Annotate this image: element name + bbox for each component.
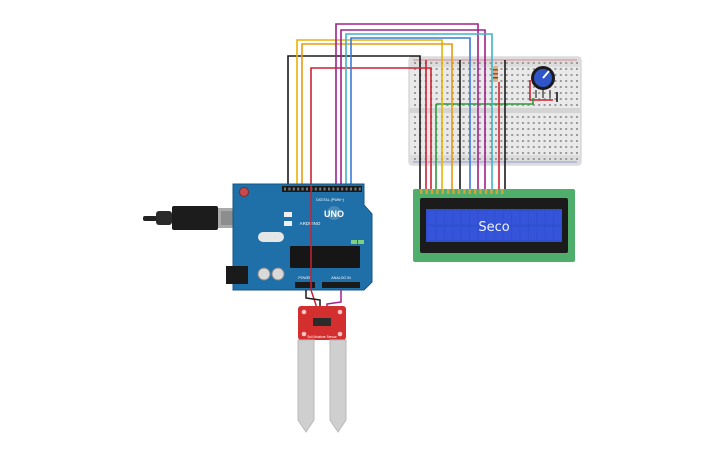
- power-jack: [226, 266, 248, 284]
- lcd-text: Seco: [478, 220, 509, 235]
- arduino-label: ARDUINO: [300, 221, 321, 226]
- reset-button: [239, 187, 249, 197]
- digital-header: [282, 186, 362, 192]
- analog-header-label: ANALOG IN: [331, 276, 351, 280]
- uno-label: UNO: [324, 209, 344, 219]
- arduino-uno-board[interactable]: UNO ARDUINO DIGITAL (PWM~) POWER ANALOG …: [226, 183, 373, 291]
- soil-moisture-sensor[interactable]: Soil Moisture Sensor: [297, 306, 347, 433]
- resistor[interactable]: [493, 66, 498, 82]
- sensor-label: Soil Moisture Sensor: [307, 335, 337, 339]
- lcd-pins: [420, 189, 504, 194]
- sensor-probe-left: [297, 339, 315, 433]
- breadboard-wires: [436, 80, 558, 105]
- lcd-char-grid: [428, 211, 562, 240]
- lcd-display[interactable]: Seco: [413, 189, 575, 262]
- digital-header-pins: [284, 187, 361, 191]
- power-header-label: POWER: [298, 276, 312, 280]
- analog-header: [322, 282, 360, 288]
- power-header: [295, 282, 315, 288]
- digital-header-label: DIGITAL (PWM~): [316, 198, 344, 202]
- signal-wires: [287, 23, 506, 190]
- usb-cable: [143, 206, 238, 230]
- potentiometer[interactable]: [531, 66, 555, 98]
- sensor-probe-right: [329, 339, 347, 433]
- atmega-chip: [290, 246, 360, 268]
